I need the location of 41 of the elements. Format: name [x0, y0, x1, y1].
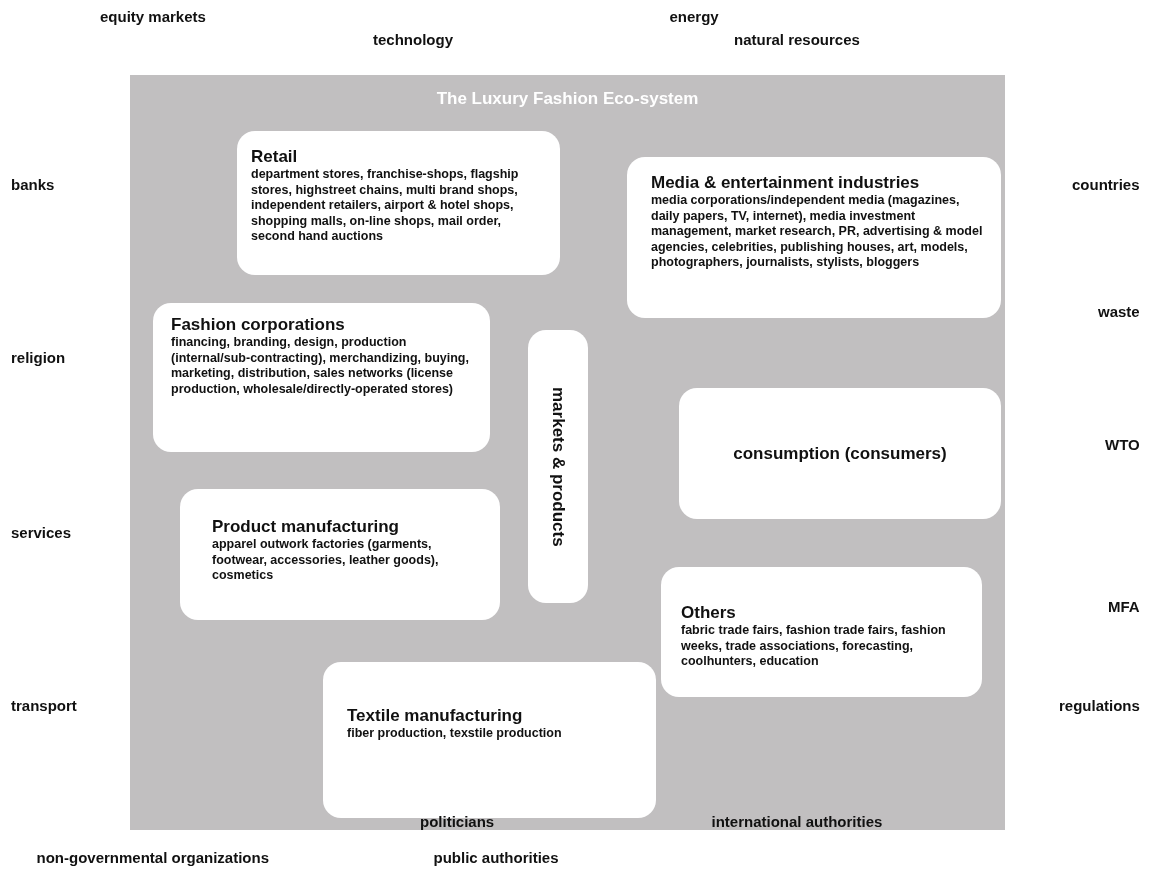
consumption-box — [679, 388, 1001, 519]
factor-label: religion — [11, 349, 66, 366]
factor-label: countries — [1072, 176, 1140, 193]
box-description: financing, branding, design, production (internal/sub-contracting), merchandizing, buying, marketing, distribution, sales networks (license production, wholesale/directly-operated stores) — [171, 335, 470, 397]
box-description: department stores, franchise-shops, flagship stores, highstreet chains, multi brand shops, independent retailers, airport & hotel shops, shopping malls, on-line shops, mail order, second hand auctions — [251, 167, 520, 245]
box-description: media corporations/independent media (magazines, daily papers, TV, internet), media investment management, market research, PR, advertising & model agencies, celebrities, publishing houses, art, models, photographers, journalists, stylists, bloggers — [651, 193, 984, 271]
media-box — [627, 157, 1001, 318]
retail-box — [237, 131, 560, 275]
factor-label: banks — [11, 176, 55, 193]
box-heading: Media & entertainment industries — [651, 173, 921, 193]
factor-label: transport — [11, 697, 77, 714]
box-description: fabric trade fairs, fashion trade fairs, fashion weeks, trade associations, forecasting, coolhunters, education — [681, 623, 947, 670]
textile-box — [323, 662, 656, 818]
markets-box — [528, 330, 588, 603]
manufacturing-box — [180, 489, 500, 620]
box-description: fiber production, texstile production — [347, 726, 563, 742]
box-heading: consumption (consumers) — [733, 443, 947, 464]
factor-label: waste — [1098, 303, 1140, 320]
box-heading: Others — [681, 603, 737, 623]
factor-label: equity markets — [100, 8, 206, 25]
factor-label: non-governmental organizations — [36, 849, 269, 866]
factor-label: natural resources — [734, 31, 860, 48]
box-heading: Product manufacturing — [212, 517, 400, 537]
factor-label: politicians — [420, 813, 495, 830]
ecosystem-panel — [130, 75, 1005, 830]
factor-label: services — [11, 524, 72, 541]
box-description: apparel outwork factories (garments, footwear, accessories, leather goods), cosmetics — [212, 537, 440, 584]
factor-label: energy — [669, 8, 719, 25]
box-heading: Fashion corporations — [171, 315, 346, 335]
box-heading: markets & products — [548, 386, 568, 547]
factor-label: international authorities — [711, 813, 883, 830]
corporations-box — [153, 303, 490, 452]
factor-label: technology — [373, 31, 453, 48]
factor-label: public authorities — [433, 849, 559, 866]
factor-label: MFA — [1108, 598, 1140, 615]
factor-label: regulations — [1059, 697, 1140, 714]
panel-title: The Luxury Fashion Eco-system — [435, 89, 700, 109]
factor-label: WTO — [1105, 436, 1140, 453]
box-heading: Textile manufacturing — [347, 706, 524, 726]
box-heading: Retail — [251, 147, 299, 167]
others-box — [661, 567, 982, 697]
